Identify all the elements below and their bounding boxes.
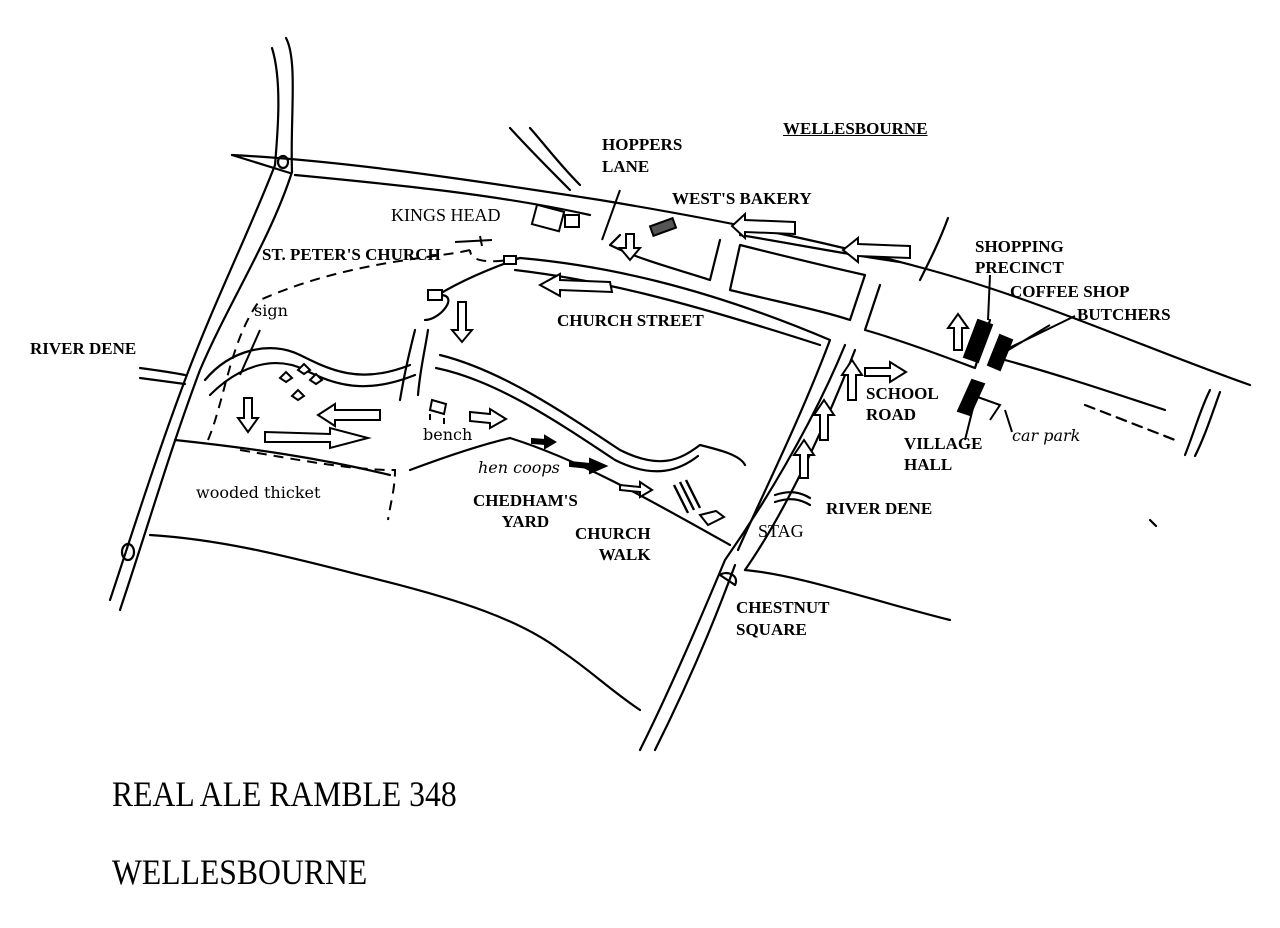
arrow-icon — [449, 301, 475, 344]
label-hoppers-lane: HOPPERS LANE — [602, 135, 683, 176]
label-stag: STAG — [758, 521, 804, 541]
arrow-icon — [569, 457, 609, 475]
route-arrows — [236, 211, 970, 499]
arrow-icon — [792, 438, 816, 479]
label-shopping-precinct: SHOPPING PRECINCT — [975, 237, 1064, 277]
arrow-icon — [730, 211, 796, 241]
footer-title: REAL ALE RAMBLE 348 — [112, 774, 457, 814]
label-hen-coops: hen coops — [478, 458, 560, 477]
label-river-dene-west: RIVER DENE — [30, 339, 137, 358]
tree-icon — [278, 362, 324, 402]
label-church-street: CHURCH STREET — [557, 311, 704, 330]
shop-icon — [648, 216, 678, 238]
label-wooded-thicket: wooded thicket — [196, 483, 321, 502]
arrow-icon — [264, 426, 372, 450]
label-chestnut-square: CHESTNUT SQUARE — [736, 598, 830, 639]
label-chedhams-yard: CHEDHAM'S YARD — [473, 491, 578, 531]
label-church-walk: CHURCH WALK — [575, 524, 651, 564]
leader-line — [601, 189, 621, 241]
arrow-icon — [531, 434, 557, 450]
label-school-road: SCHOOL ROAD — [866, 384, 939, 424]
arrow-icon — [840, 358, 864, 401]
arrow-icon — [537, 272, 614, 298]
arrow-icon — [316, 402, 381, 428]
map-heading: WELLESBOURNE — [783, 119, 928, 138]
label-bench: bench — [423, 425, 473, 444]
arrow-icon — [619, 480, 654, 499]
footer-subtitle: WELLESBOURNE — [112, 852, 368, 892]
label-car-park: car park — [1012, 426, 1081, 445]
arrow-icon — [841, 235, 911, 265]
arrow-icon — [812, 398, 836, 441]
church-icon — [427, 235, 517, 301]
arrow-icon — [236, 397, 260, 434]
leader-line — [239, 329, 261, 376]
label-sign: sign — [254, 301, 288, 320]
label-wests-bakery: WEST'S BAKERY — [672, 189, 812, 208]
arrow-icon — [469, 407, 508, 430]
arrow-icon — [946, 312, 970, 351]
pub-icon — [530, 203, 580, 233]
walking-route — [207, 249, 521, 521]
pictograms — [239, 189, 1076, 527]
label-st-peters-church: ST. PETER'S CHURCH — [262, 245, 441, 264]
label-river-dene-east: RIVER DENE — [826, 499, 933, 518]
label-coffee-shop: COFFEE SHOP — [1010, 282, 1130, 301]
leader-line — [964, 274, 1076, 441]
shop-fronts-icon — [956, 318, 1014, 421]
stag-pub-icon — [672, 479, 726, 527]
label-butchers: BUTCHERS — [1077, 305, 1171, 324]
label-kings-head: KINGS HEAD — [391, 205, 501, 225]
arrow-icon — [864, 360, 908, 384]
bench-icon — [428, 398, 448, 424]
label-village-hall: VILLAGE HALL — [904, 434, 983, 474]
arrow-icon — [617, 233, 643, 262]
